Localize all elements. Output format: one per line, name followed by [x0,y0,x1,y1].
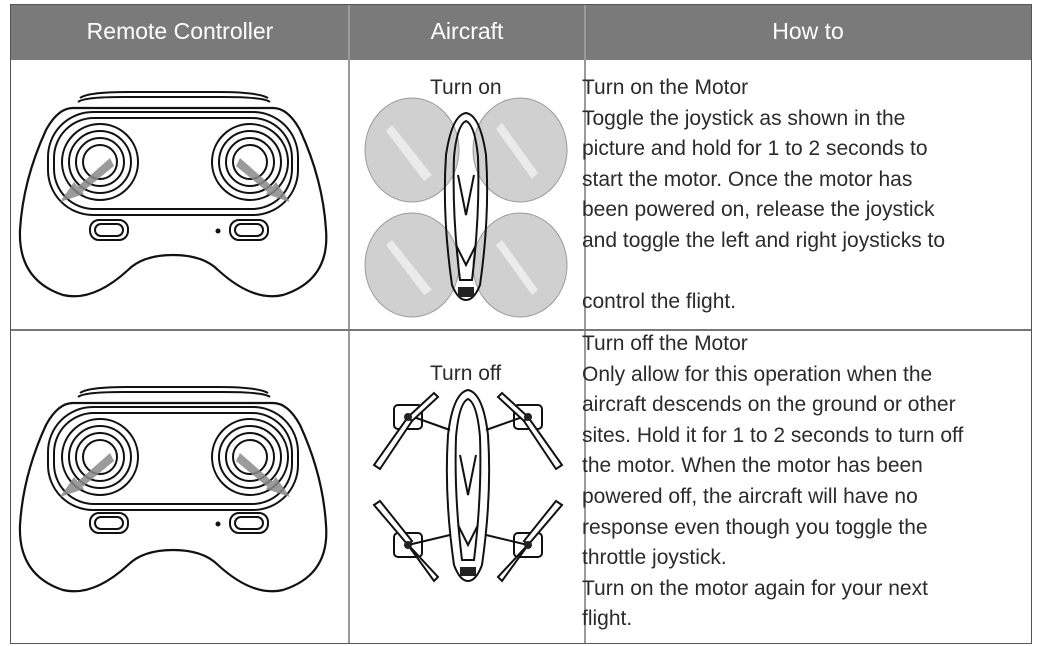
text-line: Turn off the Motor [582,332,748,355]
aircraft-state-label: Turn on [430,76,502,99]
instruction-table: Remote Controller Aircraft How to [10,4,1032,644]
text-line: flight. [582,607,633,631]
text-line [582,257,1022,288]
text-line: start the motor. Once the motor has [582,167,913,191]
column-divider [348,5,350,643]
how-to-turn-on-text: Turn on the Motor Toggle the joystick as… [582,73,1022,318]
column-divider [584,5,586,643]
text-line: picture and hold for 1 to 2 seconds to [582,137,928,161]
text-line: Turn on the motor again for your next [582,576,928,600]
header-remote-controller: Remote Controller [86,18,274,44]
text-line: and toggle the left and right joysticks … [582,228,946,252]
how-to-turn-off-text: Turn off the Motor Only allow for this o… [582,329,1022,635]
remote-controller-turn-on-illustration [18,91,328,298]
header-aircraft: Aircraft [430,18,504,44]
text-line: sites. Hold it for 1 to 2 seconds to tur… [582,423,964,447]
header-how-to: How to [772,18,844,44]
text-line: throttle joystick. [582,546,727,570]
row-divider [11,329,1031,331]
text-line: powered off, the aircraft will have no [582,484,918,508]
text-line: control the flight. [582,290,737,314]
aircraft-turn-on-illustration [364,97,568,318]
text-line: aircraft descends on the ground or other [582,393,956,417]
text-line: response even though you toggle the [582,515,928,539]
text-line: Only allow for this operation when the [582,362,933,386]
table-header: Remote Controller Aircraft How to [11,5,1031,60]
text-line: Turn on the Motor [582,76,749,99]
remote-controller-turn-off-illustration [18,386,328,593]
aircraft-turn-off-illustration [372,388,564,583]
text-line: the motor. When the motor has been [582,454,923,478]
aircraft-state-label: Turn off [430,362,502,385]
text-line: been powered on, release the joystick [582,198,935,222]
text-line: Toggle the joystick as shown in the [582,106,906,130]
